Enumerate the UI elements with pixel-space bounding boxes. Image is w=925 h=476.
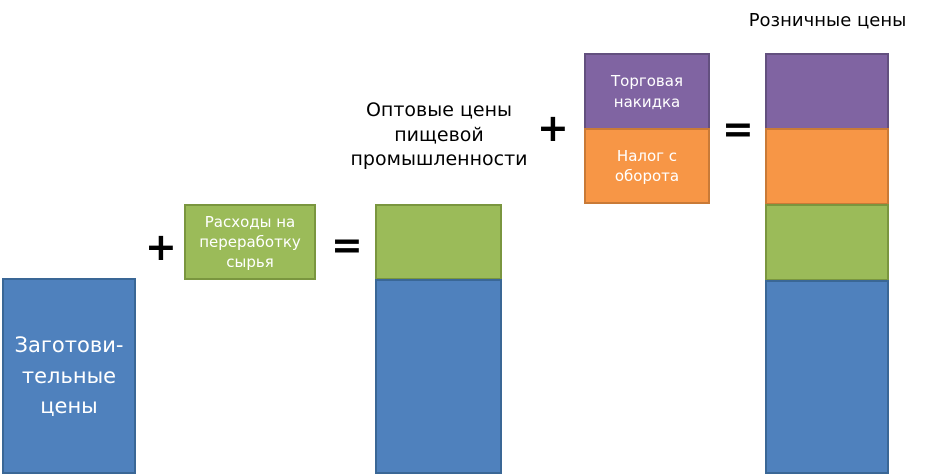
procurement-prices-block: Заготови- тельные цены [2,278,136,474]
retail-procurement-segment [765,280,889,474]
wholesale-procurement-segment [375,279,502,474]
plus-sign-1: + [145,225,177,269]
wholesale-processing-segment [375,204,502,280]
equals-sign-2: = [722,107,754,151]
retail-markup-segment [765,53,889,130]
procurement-prices-label: Заготови- тельные цены [14,333,124,419]
retail-prices-label: Розничные цены [748,10,907,31]
trade-markup-block: Торговая накидка [584,53,710,130]
trade-markup-label: Торговая накидка [611,72,683,111]
retail-tax-segment [765,128,889,205]
processing-costs-block: Расходы на переработку сырья [184,204,316,280]
turnover-tax-label: Налог с оборота [614,146,680,185]
plus-sign-2: + [537,106,569,150]
retail-processing-segment [765,204,889,281]
wholesale-prices-label: Оптовые цены пищевой промышленности [350,99,528,171]
turnover-tax-block: Налог с оборота [584,128,710,204]
processing-costs-label: Расходы на переработку сырья [199,212,301,272]
equals-sign-1: = [331,223,363,267]
